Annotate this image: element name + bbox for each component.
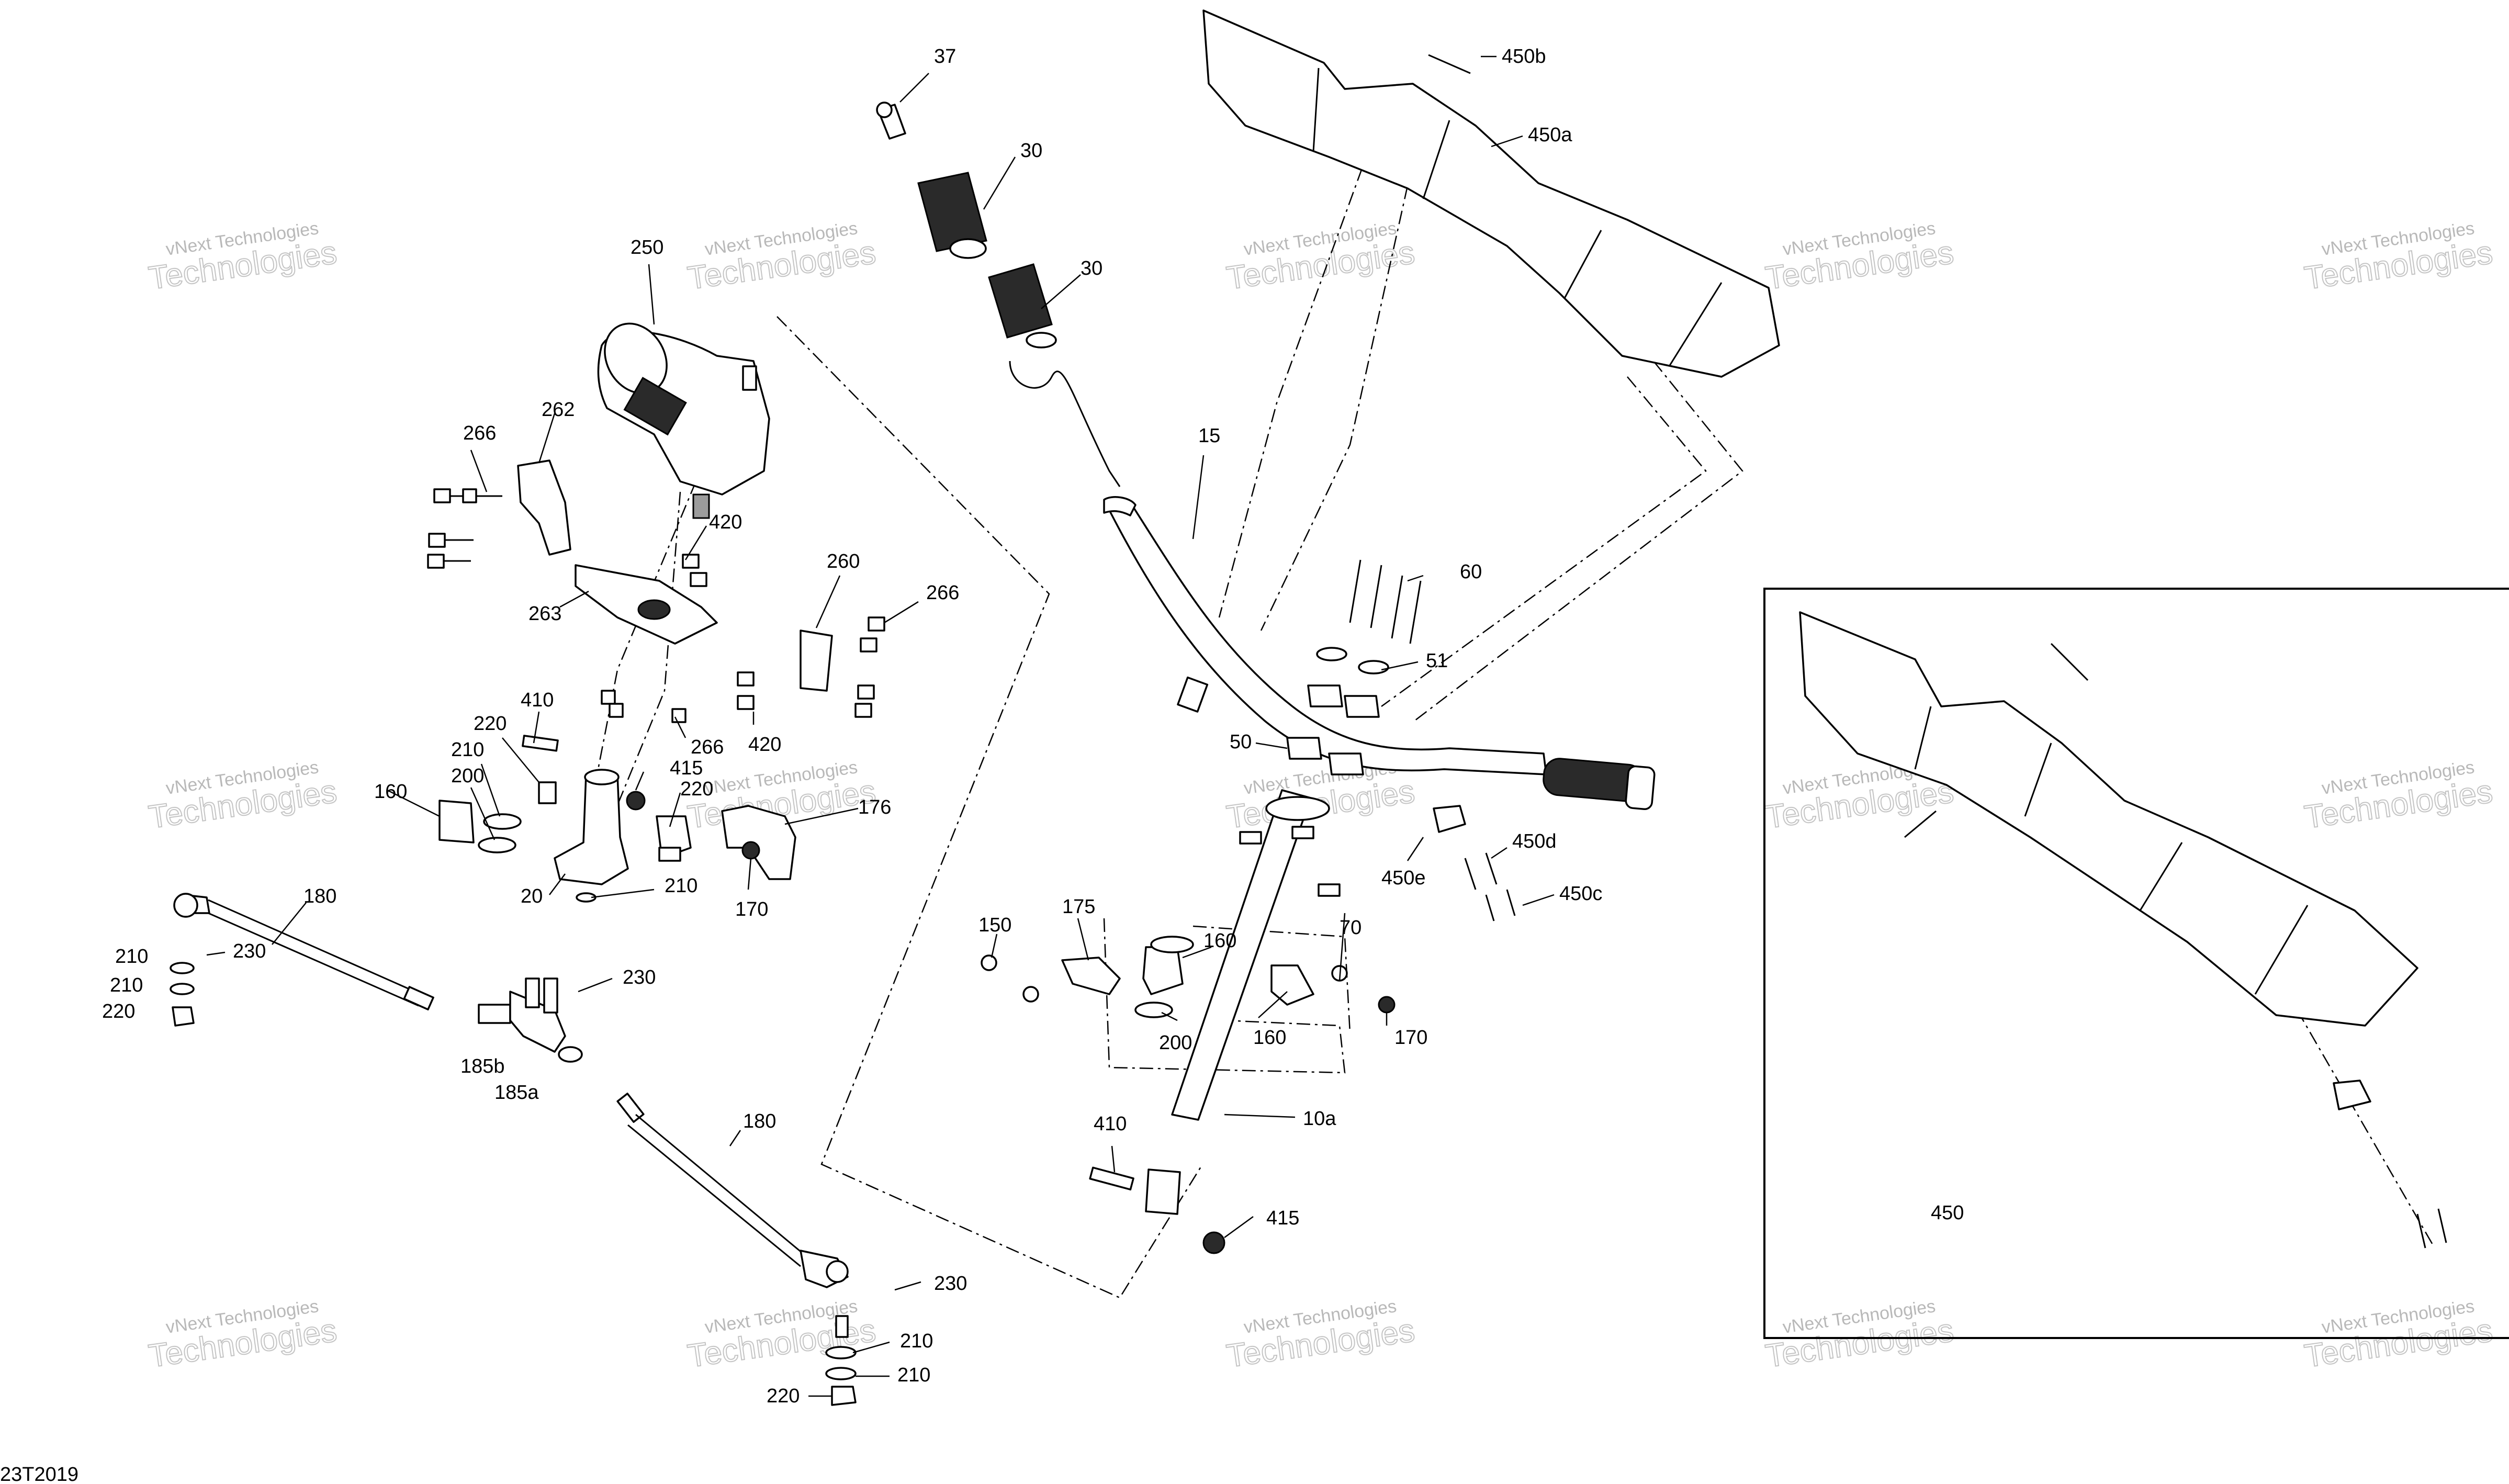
callout-220: 220 xyxy=(474,713,507,735)
clamp-bolts xyxy=(1286,559,1422,775)
callout-420: 420 xyxy=(709,511,742,533)
callout-185b: 185b xyxy=(460,1055,505,1077)
callout-185a: 185a xyxy=(494,1082,539,1104)
steering-column xyxy=(1089,789,1330,1254)
callout-37: 37 xyxy=(934,46,956,68)
callout-10a: 10a xyxy=(1303,1108,1336,1130)
steering-motor xyxy=(597,322,770,519)
callout-266-right: 266 xyxy=(926,582,959,604)
callout-420-lower: 420 xyxy=(748,734,781,756)
callout-60: 60 xyxy=(1460,561,1482,583)
callout-220-left: 220 xyxy=(102,1000,135,1022)
tie-rod-lower xyxy=(616,1093,857,1406)
grip-left xyxy=(876,102,1121,487)
callout-210-lower-a: 210 xyxy=(900,1330,933,1352)
handlebar xyxy=(876,102,1656,811)
tie-rod-upper xyxy=(170,893,434,1027)
callout-263: 263 xyxy=(528,603,561,625)
callout-450b: 450b xyxy=(1502,46,1546,68)
callout-210-b: 210 xyxy=(110,974,143,996)
callout-30: 30 xyxy=(1020,140,1042,162)
callout-180: 180 xyxy=(303,885,336,907)
callout-170: 170 xyxy=(735,898,768,920)
callout-410-column: 410 xyxy=(1094,1113,1127,1135)
drawing-code: 23T2019 xyxy=(0,1464,78,1484)
assembly-lines xyxy=(580,143,2434,1299)
callout-175: 175 xyxy=(1062,896,1095,918)
callout-262: 262 xyxy=(542,399,575,421)
callout-410: 410 xyxy=(521,689,554,711)
callout-450a: 450a xyxy=(1528,124,1572,146)
callout-160-lower: 160 xyxy=(1253,1027,1286,1049)
callout-30-lower: 30 xyxy=(1081,257,1102,279)
column-clamps xyxy=(981,676,1396,1018)
callout-170-column: 170 xyxy=(1394,1027,1427,1049)
callout-160-column: 160 xyxy=(1203,930,1236,952)
callout-260: 260 xyxy=(827,550,860,572)
inset-handguard xyxy=(1799,611,2447,1249)
callout-51: 51 xyxy=(1426,650,1448,672)
callout-160: 160 xyxy=(374,781,407,803)
callout-220-lower: 220 xyxy=(767,1385,800,1407)
callout-220-right: 220 xyxy=(680,778,713,800)
callout-200-column: 200 xyxy=(1159,1032,1192,1054)
inset-frame xyxy=(1763,588,2509,1339)
callout-50: 50 xyxy=(1230,731,1252,753)
callout-266: 266 xyxy=(463,422,496,444)
callout-450e: 450e xyxy=(1381,867,1426,889)
callout-450c: 450c xyxy=(1559,883,1602,905)
callout-labels: 37 30 30 15 60 51 50 450b 450a 450d 450e… xyxy=(0,46,1964,1484)
callout-415-column: 415 xyxy=(1266,1207,1299,1229)
callout-230-center: 230 xyxy=(623,966,656,988)
fasteners xyxy=(427,488,885,723)
leader-lines xyxy=(206,55,1555,1397)
callout-210-a: 210 xyxy=(115,946,148,968)
callout-230: 230 xyxy=(233,940,266,962)
callout-176: 176 xyxy=(858,796,891,818)
callout-15: 15 xyxy=(1198,425,1220,447)
callout-210: 210 xyxy=(451,739,484,761)
inset-label: 450 xyxy=(1931,1202,1964,1224)
callout-210-lower: 210 xyxy=(665,875,697,897)
callout-250: 250 xyxy=(631,237,663,258)
callout-200: 200 xyxy=(451,765,484,787)
callout-70: 70 xyxy=(1340,917,1362,939)
callout-210-lower-b: 210 xyxy=(897,1364,930,1386)
brackets xyxy=(517,459,833,692)
pitman-arm xyxy=(438,735,796,903)
handguard-assembly xyxy=(1202,9,1780,921)
callout-266-lower: 266 xyxy=(691,736,724,758)
callout-150: 150 xyxy=(978,914,1011,936)
callout-415: 415 xyxy=(670,757,703,779)
tie-rod-center xyxy=(478,977,583,1063)
callout-450d: 450d xyxy=(1512,830,1557,852)
callout-230-lower: 230 xyxy=(934,1273,967,1295)
callout-20: 20 xyxy=(521,885,543,907)
callout-180-lower: 180 xyxy=(743,1110,776,1132)
